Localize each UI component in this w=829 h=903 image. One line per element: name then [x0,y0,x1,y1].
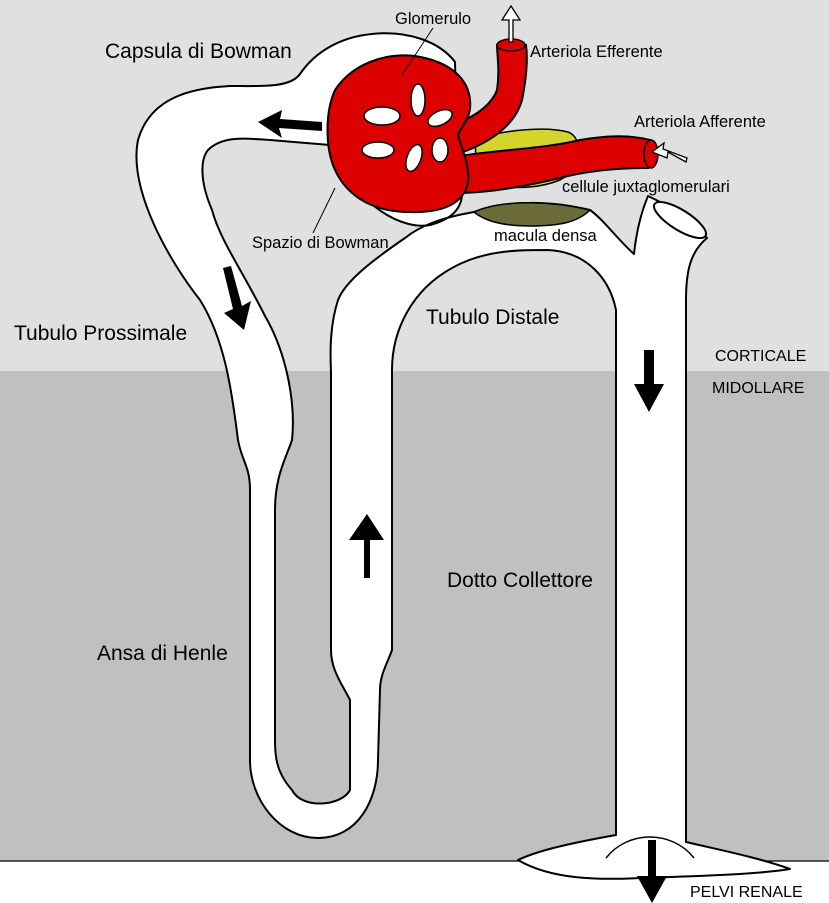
flow-arrow-up-henle [349,514,384,578]
nephron-tubule [135,32,791,880]
label-tubulo-prossimale: Tubulo Prossimale [14,322,187,345]
afferent-arteriole [439,135,652,194]
label-cellule-juxtaglomerulari: cellule juxtaglomerulari [562,178,730,196]
efferent-outflow-arrow-icon [500,4,522,43]
label-macula-densa: macula densa [494,227,598,245]
calyx-arc [605,836,695,859]
flow-arrow-down-proximal [223,266,251,330]
label-pelvi-renale: PELVI RENALE [690,884,803,901]
glomerulus-hole [363,106,401,126]
label-arteriola-afferente: Arteriola Afferente [634,113,766,131]
glomerulus-hole [410,83,426,117]
leader-spazio-bowman [312,187,336,234]
leader-glomerulo [401,27,434,76]
label-spazio-bowman: Spazio di Bowman [252,234,389,252]
label-capsula-bowman: Capsula di Bowman [105,40,292,63]
glomerulus-hole [405,143,423,173]
flow-arrow-down-collecting [634,350,664,412]
glomerulus [326,54,472,214]
macula-densa [472,201,592,227]
label-dotto-collettore: Dotto Collettore [447,569,593,592]
flow-arrow-down-pelvis [637,840,667,903]
label-ansa-henle: Ansa di Henle [97,642,228,665]
label-midollare: MIDOLLARE [712,380,804,397]
label-arteriola-efferente: Arteriola Efferente [530,43,663,61]
afferent-inflow-arrow-icon [650,141,688,163]
label-corticale: CORTICALE [715,348,806,365]
medulla-zone [0,371,829,861]
collecting-duct-opening [653,200,707,240]
label-glomerulo: Glomerulo [395,10,471,28]
glomerulus-hole [427,108,453,128]
glomerulus-hole [431,137,449,163]
glomerulus-hole [361,141,395,159]
label-tubulo-distale: Tubulo Distale [426,306,559,329]
efferent-arteriole [438,44,528,160]
flow-arrow-left [258,110,322,138]
